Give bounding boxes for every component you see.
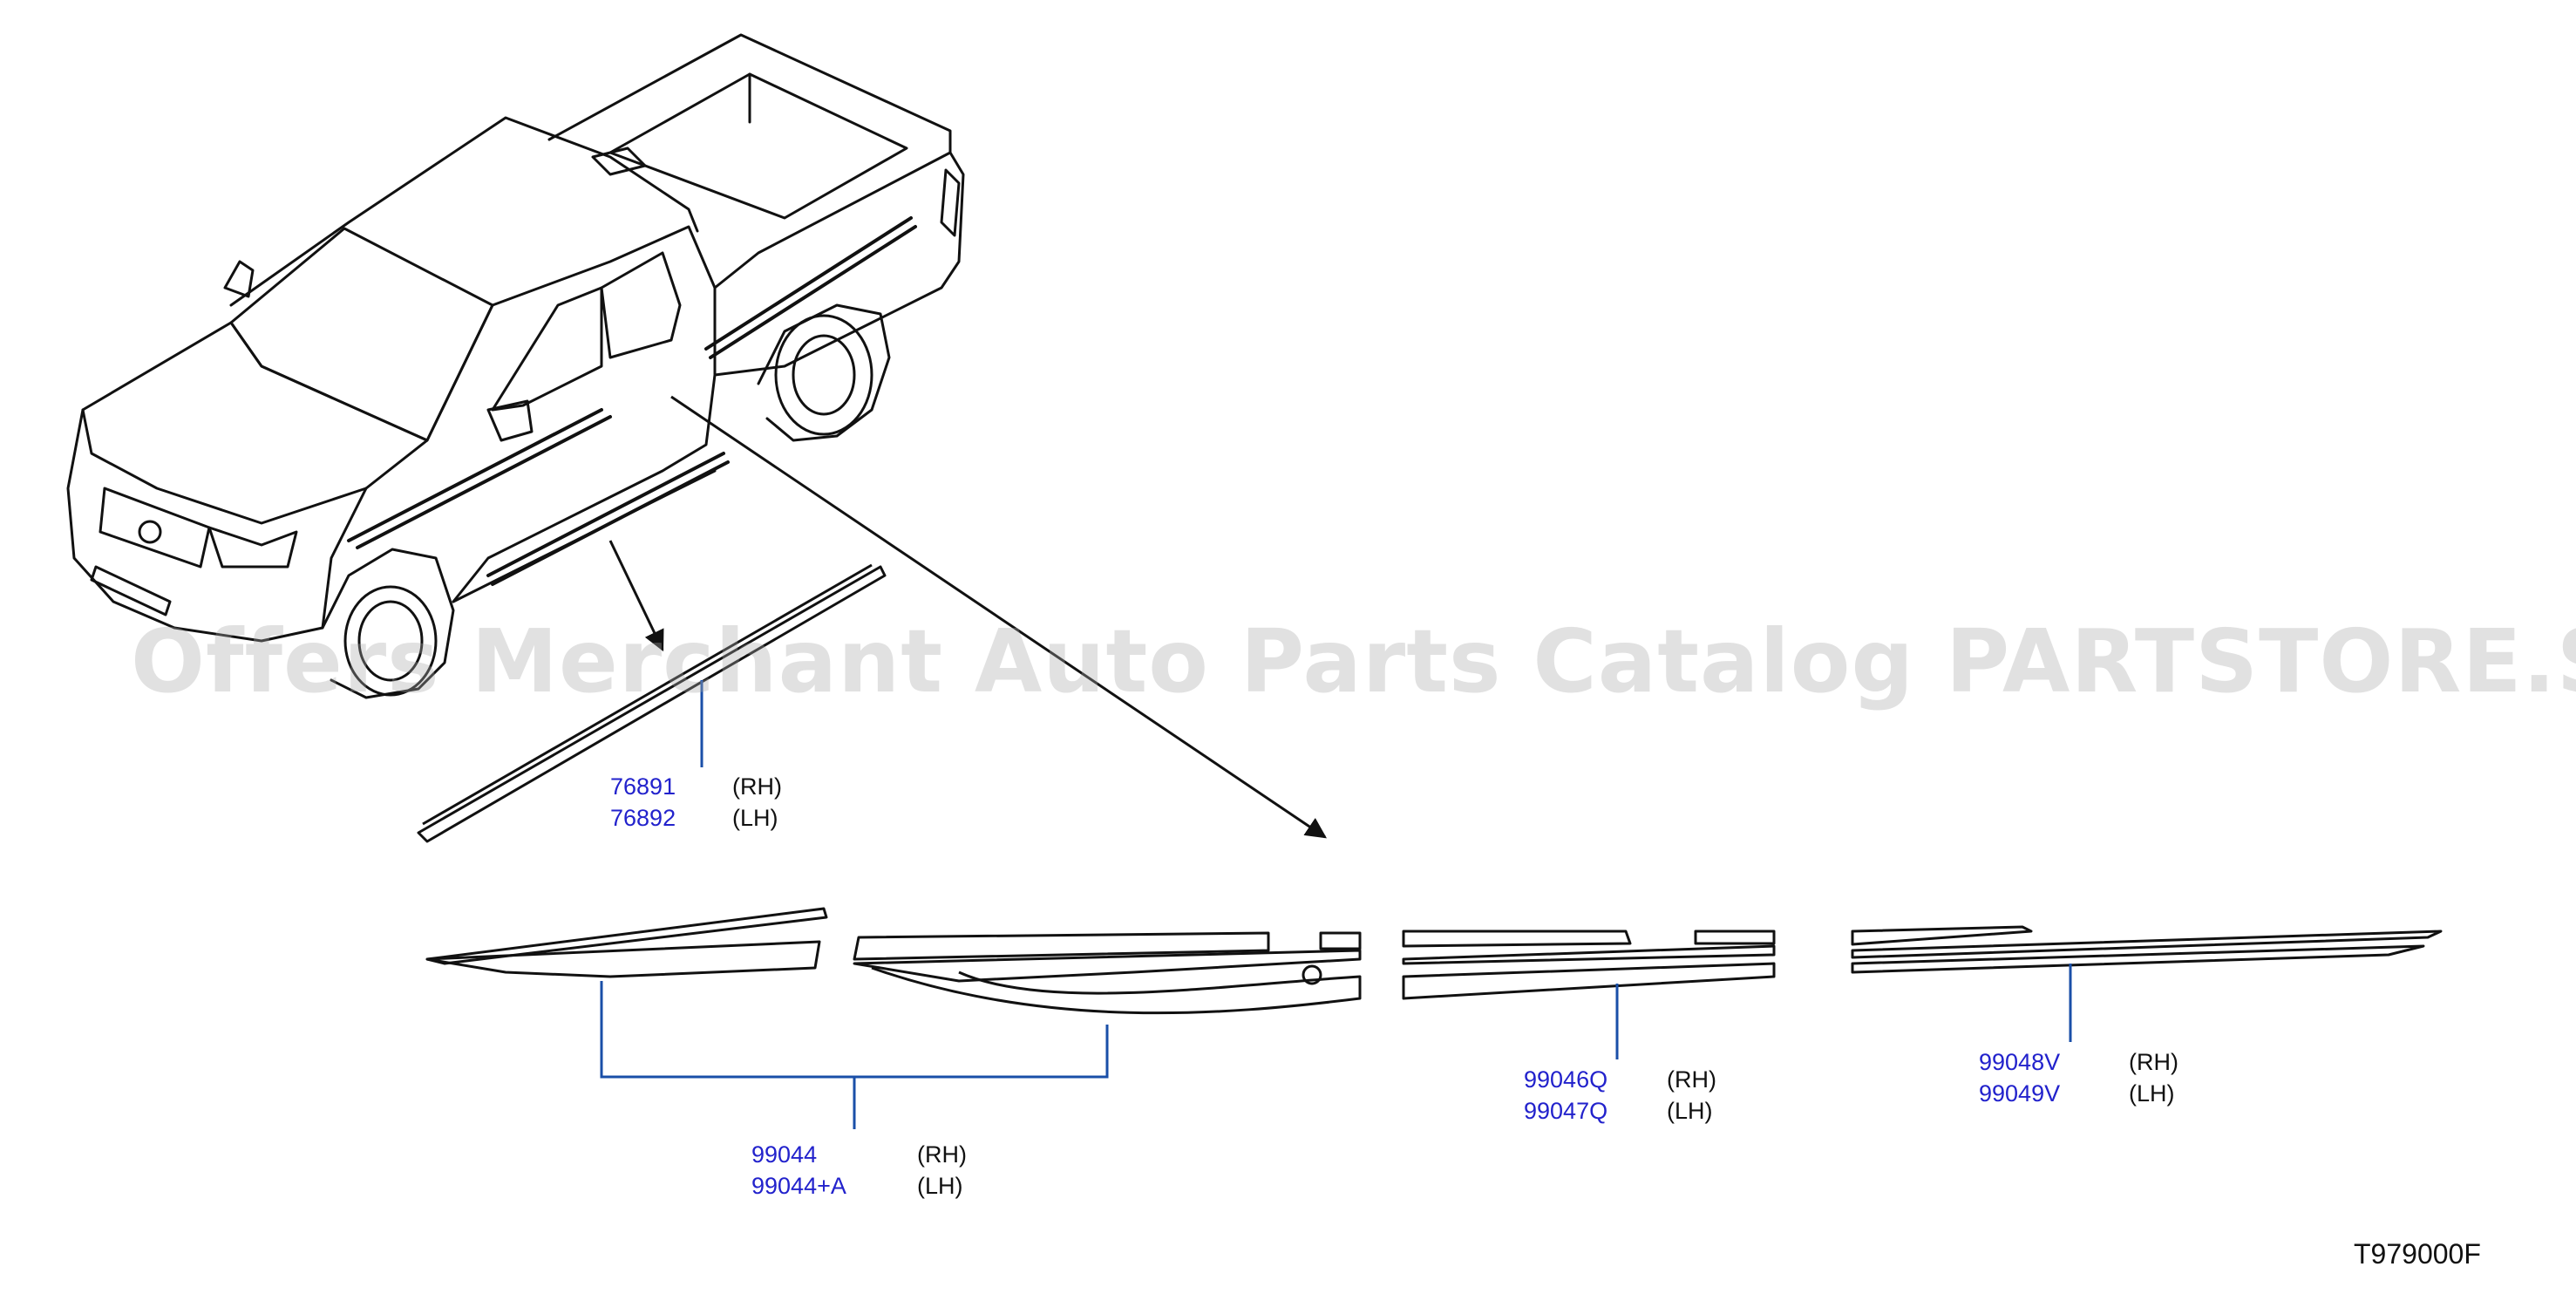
stripe-decal-door: [853, 931, 1362, 1015]
pickup-truck-illustration: [66, 33, 965, 699]
part-number-99046q[interactable]: 99046Q: [1524, 1066, 1608, 1093]
part-number-76891[interactable]: 76891: [610, 773, 676, 800]
side-label-lh: (LH): [1667, 1098, 1713, 1124]
part-number-99049v[interactable]: 99049V: [1979, 1080, 2061, 1107]
diagram-code: T979000F: [2354, 1238, 2481, 1270]
leader-bracket-99044: [600, 981, 1109, 1129]
arrow-to-stripes: [670, 395, 1327, 839]
stripe-decal-bed: [1851, 925, 2443, 974]
side-label-rh: (RH): [2129, 1049, 2178, 1075]
part-number-76892[interactable]: 76892: [610, 805, 676, 831]
side-label-rh: (RH): [917, 1141, 967, 1168]
part-number-99044[interactable]: 99044: [751, 1141, 818, 1168]
side-label-rh: (RH): [1667, 1066, 1716, 1093]
part-number-99044-a[interactable]: 99044+A: [751, 1173, 846, 1199]
stripe-decal-front: [425, 907, 828, 978]
decal-stripes-on-truck: [347, 216, 917, 586]
watermark-text: Offers Merchant Auto Parts Catalog PARTS…: [131, 610, 2576, 712]
part-number-99048v[interactable]: 99048V: [1979, 1049, 2061, 1075]
side-sill-molding-part: [417, 563, 887, 843]
part-number-99047q[interactable]: 99047Q: [1524, 1098, 1608, 1124]
arrow-to-molding: [608, 540, 664, 652]
side-label-lh: (LH): [917, 1173, 963, 1199]
side-label-lh: (LH): [732, 805, 778, 831]
side-label-rh: (RH): [732, 773, 782, 800]
side-label-lh: (LH): [2129, 1080, 2175, 1107]
stripe-decal-rear-door: [1402, 930, 1776, 1000]
